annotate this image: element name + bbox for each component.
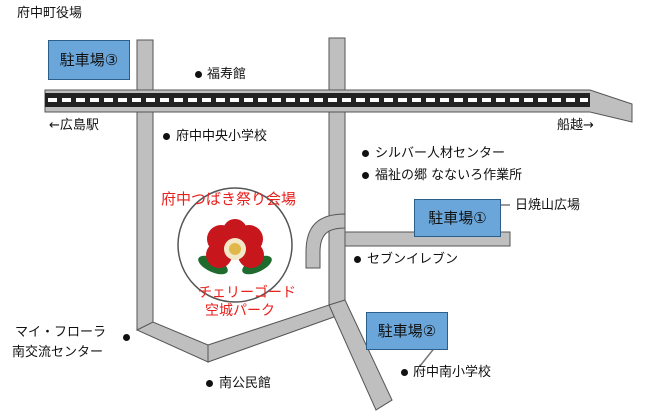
label-silver: シルバー人材センター xyxy=(375,146,506,161)
marker-minami-school xyxy=(401,369,408,376)
road-bottom-left xyxy=(135,321,209,363)
direction-east: 船越→ xyxy=(557,118,594,133)
label-fukuju: 福寿館 xyxy=(207,67,247,82)
parking-1[interactable]: 駐車場① xyxy=(414,199,501,237)
marker-seven xyxy=(354,256,361,263)
marker-welfare xyxy=(362,172,369,179)
venue-park-name-2: 空城パーク xyxy=(205,303,275,319)
label-mai-flora-1: マイ・フローラ xyxy=(15,325,107,340)
label-minami-hall: 南公民館 xyxy=(219,376,272,391)
camellia-flower-icon xyxy=(198,219,272,275)
marker-mai-flora xyxy=(123,334,130,341)
road-left-vertical xyxy=(136,39,154,331)
parking-3[interactable]: 駐車場③ xyxy=(48,40,130,80)
venue-park-name-1: チェリーゴード xyxy=(198,285,296,301)
direction-west: ←広島駅 xyxy=(49,118,99,133)
label-seven: セブンイレブン xyxy=(367,252,459,267)
marker-fukuju xyxy=(195,71,202,78)
label-mai-flora-2: 南交流センター xyxy=(12,345,104,360)
label-welfare: 福祉の郷 なないろ作業所 xyxy=(375,168,523,183)
label-town-hall: 府中町役場 xyxy=(17,6,83,21)
venue-festival-title: 府中つばき祭り会場 xyxy=(161,190,297,208)
label-chuo-school: 府中中央小学校 xyxy=(176,129,268,144)
railway xyxy=(45,93,590,107)
road-middle-vertical xyxy=(328,37,346,314)
marker-chuo-school xyxy=(163,133,170,140)
marker-minami-hall xyxy=(206,380,213,387)
marker-silver xyxy=(362,150,369,157)
road-south-slant xyxy=(328,299,393,411)
label-hiyakeyama: 日焼山広場 xyxy=(515,198,581,213)
label-minami-school: 府中南小学校 xyxy=(413,365,492,380)
road-park-access xyxy=(305,213,346,269)
parking-2[interactable]: 駐車場② xyxy=(366,312,448,350)
